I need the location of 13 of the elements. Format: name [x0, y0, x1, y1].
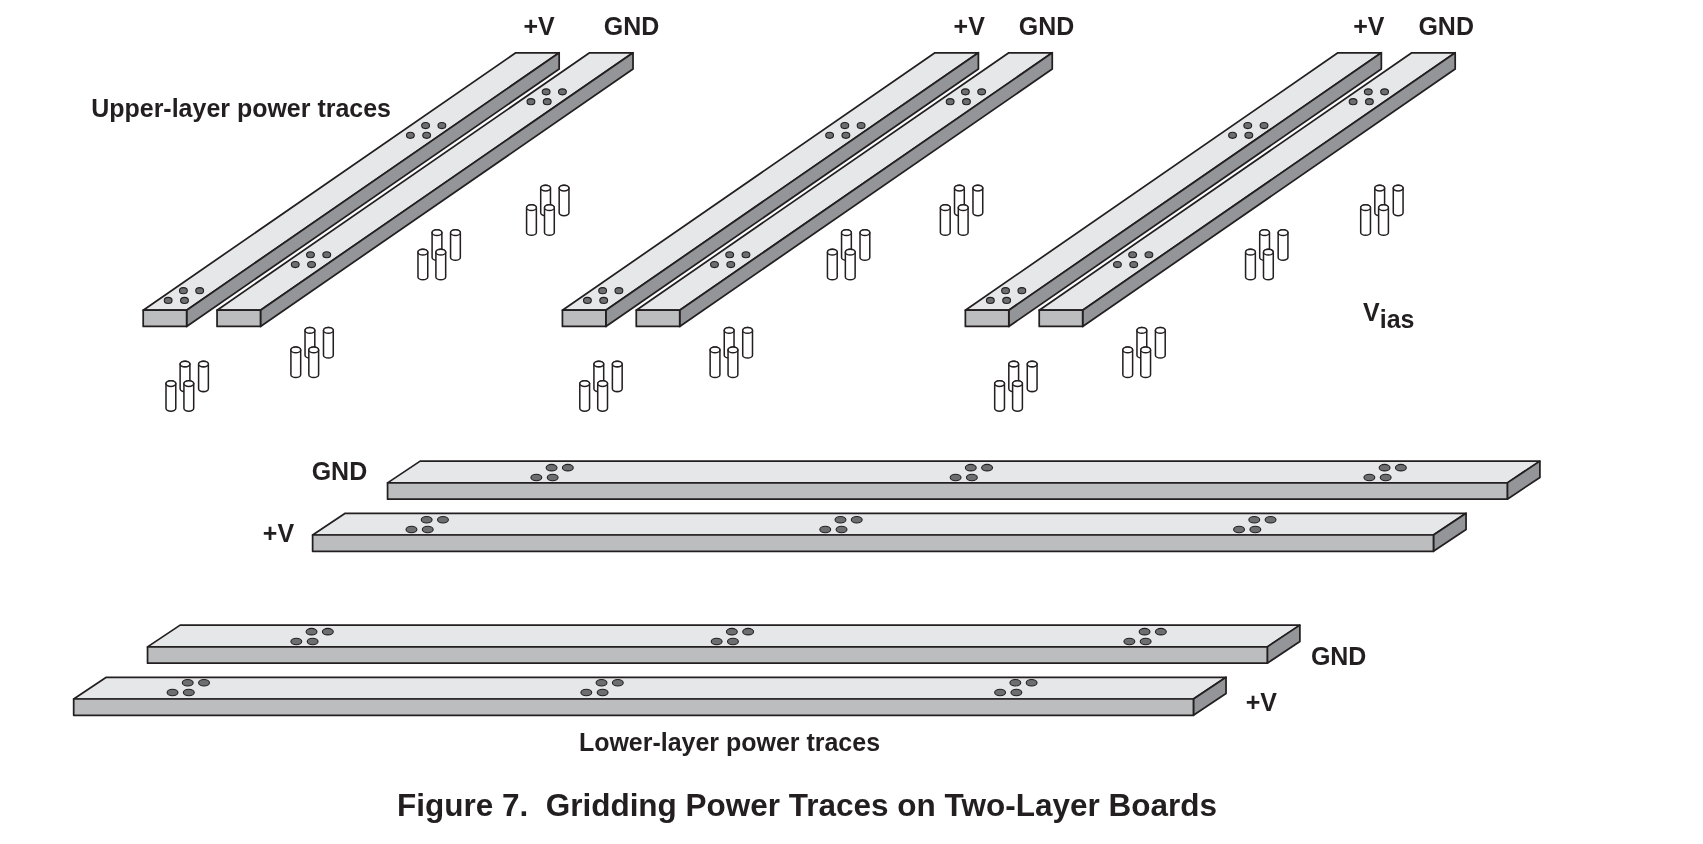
rail-label: +V — [953, 13, 985, 39]
rail-label: GND — [311, 458, 368, 484]
rail-label: +V — [1353, 13, 1385, 39]
layer-label: Lower-layer power traces — [578, 730, 880, 756]
rail-label: GND — [1418, 13, 1474, 39]
rail-label: +V — [1245, 690, 1277, 716]
figure-caption: Figure 7. Gridding Power Traces on Two-Layer Boards — [396, 790, 1217, 822]
rail-label: GND — [603, 13, 660, 39]
rail-label: GND — [1018, 13, 1075, 39]
rail-label: +V — [262, 520, 295, 546]
rail-label: +V — [523, 13, 555, 39]
layer-label: Upper-layer power traces — [91, 96, 391, 122]
rail-label: GND — [1310, 643, 1367, 669]
